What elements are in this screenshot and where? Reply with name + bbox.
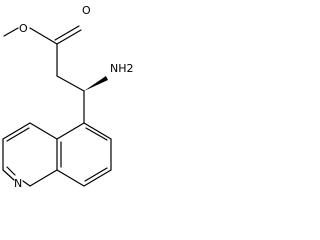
py-bond-2 — [2, 122, 31, 140]
ring-bond-4 — [56, 169, 85, 187]
py-bond-4 — [2, 169, 15, 181]
py-bond-1 — [29, 122, 58, 140]
atom-o-carbonyl: O — [82, 4, 91, 17]
bond-methyl-o — [3, 27, 19, 37]
ring-bond-3-inner — [84, 167, 108, 182]
ring-bond-6 — [56, 122, 85, 140]
py-bond-2-inner — [6, 127, 30, 142]
py-bond-4-inner — [6, 166, 16, 176]
bond-ch2-chiral — [56, 75, 85, 92]
bond-carbonyl-double-b — [54, 25, 80, 41]
ring-bond-1 — [83, 122, 112, 140]
molecule-diagram: O O NH2 N — [2, 4, 134, 190]
structure-canvas: O O NH2 N — [0, 0, 169, 212]
py-bond-5 — [22, 180, 31, 187]
wedge-bond-amino — [84, 76, 108, 91]
atom-amino: NH2 — [110, 62, 134, 75]
atom-n-ring: N — [14, 177, 22, 190]
ring-bond-1-inner — [85, 127, 108, 141]
ring-bond-3 — [83, 169, 112, 187]
bond-o-carbonyl-carbon — [29, 27, 58, 45]
py-bond-6 — [29, 169, 58, 187]
bond-carbonyl-double-a — [56, 29, 82, 45]
atom-o-ester: O — [19, 22, 28, 35]
